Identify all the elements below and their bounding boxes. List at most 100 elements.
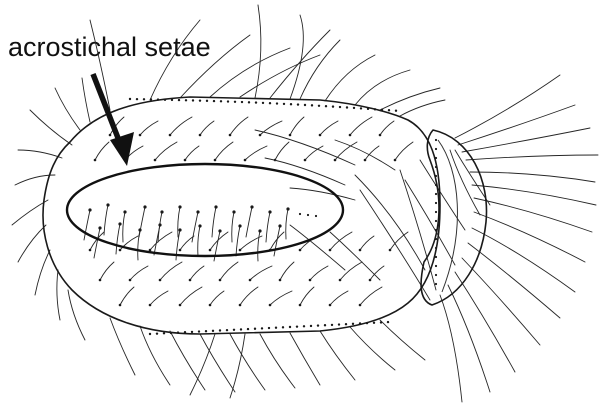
- bristle-socket: [212, 330, 214, 332]
- bristle-socket: [334, 159, 337, 162]
- acrostichal-seta: [266, 212, 270, 242]
- bristle-socket: [164, 99, 166, 101]
- bristle-socket: [387, 321, 389, 323]
- bristle-socket: [373, 322, 375, 324]
- bristle-socket: [435, 157, 437, 159]
- scutellar-bristle: [468, 243, 560, 318]
- lateral-bristle: [200, 334, 235, 392]
- bristle-socket: [379, 134, 382, 137]
- scutellar-bristle: [474, 212, 585, 262]
- bristle-socket: [282, 326, 284, 328]
- bristles-back: [12, 5, 598, 402]
- bristle-socket: [189, 279, 192, 282]
- bristle-socket: [240, 328, 242, 330]
- interior-seta: [185, 146, 199, 160]
- bristle-socket: [297, 103, 299, 105]
- bristle-socket: [191, 331, 193, 333]
- scutellar-cross-bristle: [360, 190, 430, 300]
- bristle-socket: [241, 101, 243, 103]
- bristle-socket: [345, 323, 347, 325]
- bristle-socket: [199, 134, 202, 137]
- bristle-socket: [226, 329, 228, 331]
- bristle-socket: [339, 279, 342, 282]
- bristle-socket: [364, 159, 367, 162]
- bristle-socket: [367, 108, 369, 110]
- lateral-bristle: [380, 320, 425, 360]
- bristle-socket: [149, 304, 152, 307]
- acrostichal-seta: [212, 207, 216, 237]
- bristle-socket: [435, 283, 437, 285]
- dorsocentral-long-bristle: [330, 232, 380, 280]
- acrostichal-highlight-ellipse: [67, 164, 343, 256]
- acrostichal-setae-label: acrostichal setae: [8, 32, 211, 62]
- bristle-socket: [389, 249, 392, 252]
- bristle-socket: [286, 207, 289, 210]
- bristle-socket: [179, 304, 182, 307]
- dorsocentral-long-bristle: [290, 188, 355, 200]
- dorsocentral-bristle: [210, 48, 290, 97]
- bristle-socket: [317, 324, 319, 326]
- bristle-socket: [214, 159, 217, 162]
- bristle-socket: [258, 229, 261, 232]
- interior-seta: [200, 121, 214, 135]
- bristle-socket: [435, 211, 437, 213]
- interior-seta: [150, 232, 172, 250]
- humeral-bristle: [55, 88, 80, 130]
- bristle-socket: [269, 102, 271, 104]
- bristle-socket: [359, 322, 361, 324]
- interior-seta: [365, 146, 379, 160]
- bristle-socket: [244, 159, 247, 162]
- interior-seta: [270, 291, 292, 305]
- interior-seta: [280, 262, 294, 280]
- interior-seta: [360, 236, 374, 250]
- interior-seta: [215, 142, 233, 160]
- bristle-socket: [261, 327, 263, 329]
- dorsocentral-bristle: [380, 88, 440, 110]
- interior-seta: [155, 142, 177, 160]
- bristle-socket: [219, 279, 222, 282]
- scutellar-bristle: [440, 295, 462, 402]
- scutellar-bristle: [462, 128, 590, 152]
- lateral-bristle: [320, 331, 355, 380]
- scutellar-bristle: [455, 272, 515, 372]
- acrostichal-seta: [274, 226, 280, 256]
- bristle-socket: [247, 328, 249, 330]
- bristle-socket: [234, 101, 236, 103]
- bristle-socket: [136, 98, 138, 100]
- bristle-socket: [299, 304, 302, 307]
- interior-seta: [340, 262, 362, 280]
- acrostichal-seta: [94, 228, 100, 258]
- bristle-socket: [209, 304, 212, 307]
- bristle-socket: [138, 228, 141, 231]
- interior-seta: [180, 287, 202, 305]
- bristle-socket: [346, 106, 348, 108]
- bristle-socket: [227, 100, 229, 102]
- bristle-socket: [157, 98, 159, 100]
- lateral-bristle: [290, 333, 320, 385]
- bristle-socket: [435, 229, 437, 231]
- bristle-socket: [435, 274, 437, 276]
- humeral-bristle: [18, 150, 62, 158]
- bristle-socket: [359, 304, 362, 307]
- bristle-socket: [324, 324, 326, 326]
- interior-seta: [275, 142, 289, 160]
- interior-seta: [290, 117, 304, 135]
- bristle-socket: [178, 228, 181, 231]
- bristle-socket: [359, 249, 362, 252]
- bristle-socket: [233, 329, 235, 331]
- lateral-bristle: [260, 334, 295, 388]
- bristle-socket: [239, 249, 242, 252]
- bristle-socket: [275, 327, 277, 329]
- dorsocentral-bristle: [325, 55, 375, 101]
- scutellar-cross-bristle: [400, 170, 436, 290]
- acrostichal-seta: [123, 212, 125, 242]
- bristle-socket: [290, 103, 292, 105]
- bristle-socket: [318, 105, 320, 107]
- bristle-socket: [143, 98, 145, 100]
- bristle-socket: [435, 193, 437, 195]
- bristle-socket: [435, 139, 437, 141]
- interior-seta: [300, 287, 314, 305]
- bristle-socket: [129, 98, 131, 100]
- bristle-socket: [192, 99, 194, 101]
- interior-seta: [210, 291, 224, 305]
